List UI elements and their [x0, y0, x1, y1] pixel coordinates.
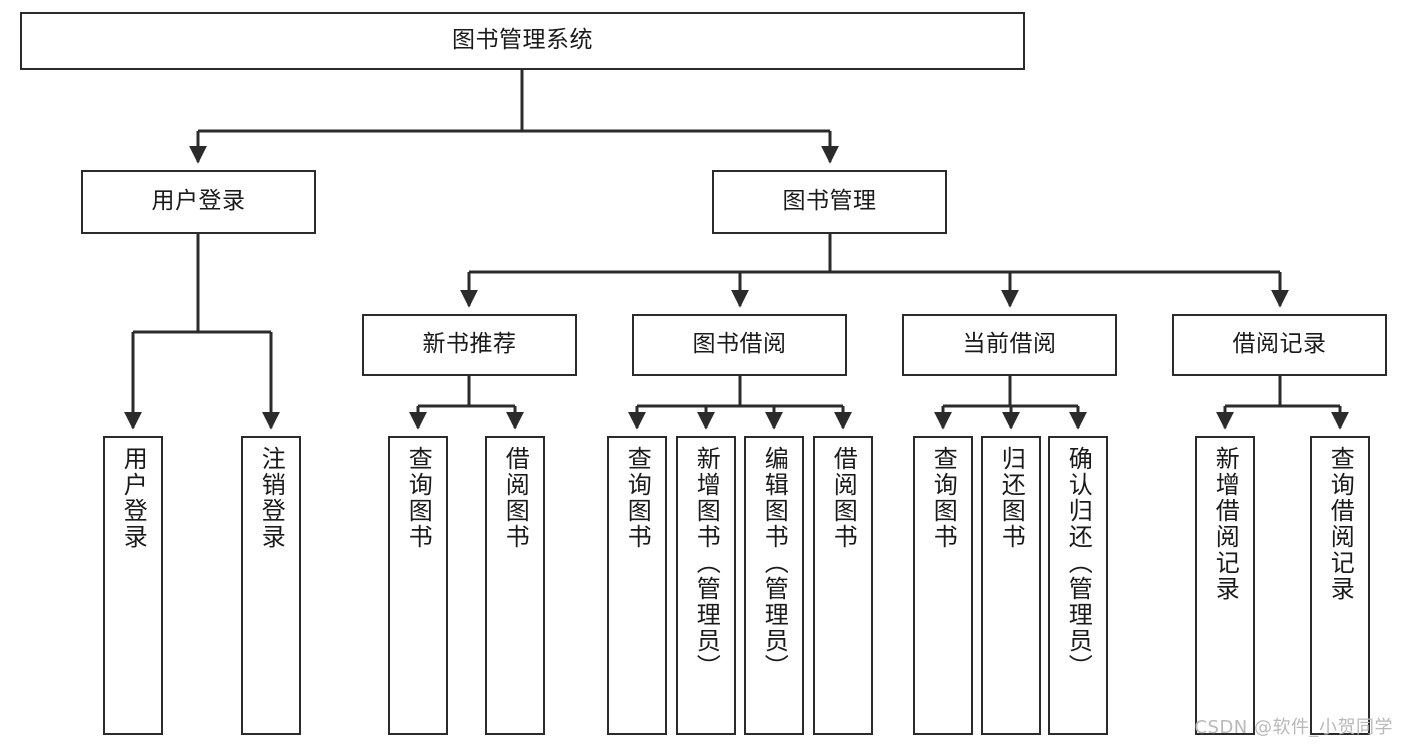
node-book-manage[interactable]: 图书管理: [712, 170, 947, 234]
node-new-book-recommend[interactable]: 新书推荐: [362, 314, 577, 376]
leaf-return-book[interactable]: 归还图书: [981, 436, 1041, 735]
node-label: 借阅图书: [501, 446, 530, 550]
leaf-borrow-book-recommend[interactable]: 借阅图书: [485, 436, 545, 735]
node-label: 借阅记录: [1232, 331, 1327, 358]
node-borrow-records[interactable]: 借阅记录: [1172, 314, 1387, 376]
leaf-query-book-borrow[interactable]: 查询图书: [607, 436, 667, 735]
node-label: 注销登录: [257, 446, 286, 550]
leaf-query-borrow-record[interactable]: 查询借阅记录: [1310, 436, 1370, 735]
node-label: 新书推荐: [422, 331, 517, 358]
node-label: 用户登录: [119, 446, 148, 550]
node-label: 图书管理系统: [452, 27, 593, 54]
leaf-add-book-admin[interactable]: 新增图书（管理员）: [676, 436, 736, 735]
node-label: 当前借阅: [962, 331, 1057, 358]
node-label: 查询图书: [404, 446, 433, 550]
node-user-login[interactable]: 用户登录: [81, 170, 316, 234]
node-label: 查询图书: [623, 446, 652, 550]
node-root-system[interactable]: 图书管理系统: [20, 12, 1025, 70]
node-label: 新增图书（管理员）: [692, 446, 721, 680]
node-current-borrow[interactable]: 当前借阅: [902, 314, 1117, 376]
csdn-watermark: CSDN @软件_小贺同学: [1194, 717, 1393, 738]
node-book-borrow[interactable]: 图书借阅: [632, 314, 847, 376]
leaf-user-login[interactable]: 用户登录: [103, 436, 163, 735]
leaf-query-book-current[interactable]: 查询图书: [913, 436, 973, 735]
leaf-edit-book-admin[interactable]: 编辑图书（管理员）: [744, 436, 804, 735]
node-label: 图书管理: [782, 188, 877, 215]
leaf-logout[interactable]: 注销登录: [241, 436, 301, 735]
node-label: 新增借阅记录: [1211, 446, 1240, 602]
leaf-add-borrow-record[interactable]: 新增借阅记录: [1195, 436, 1255, 735]
leaf-confirm-return-admin[interactable]: 确认归还（管理员）: [1048, 436, 1108, 735]
node-label: 编辑图书（管理员）: [760, 446, 789, 680]
leaf-borrow-book[interactable]: 借阅图书: [813, 436, 873, 735]
node-label: 借阅图书: [829, 446, 858, 550]
node-label: 查询借阅记录: [1326, 446, 1355, 602]
node-label: 查询图书: [929, 446, 958, 550]
node-label: 用户登录: [151, 188, 246, 215]
node-label: 归还图书: [997, 446, 1026, 550]
node-label: 图书借阅: [692, 331, 787, 358]
node-label: 确认归还（管理员）: [1064, 446, 1093, 680]
leaf-query-book-recommend[interactable]: 查询图书: [388, 436, 448, 735]
